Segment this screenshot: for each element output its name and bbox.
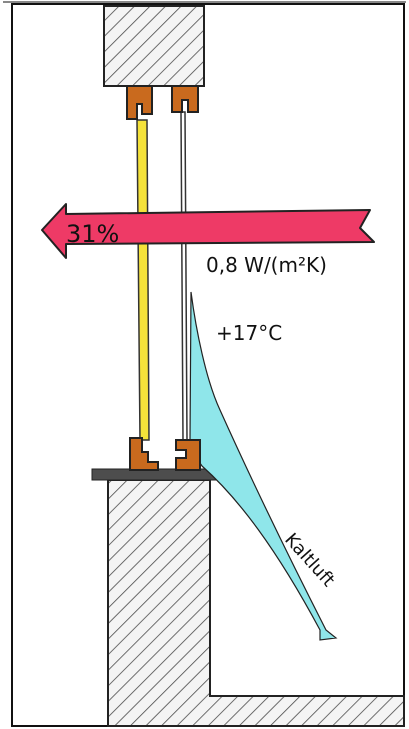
temperature-label: +17°C <box>216 321 282 345</box>
inner-glass-pane <box>180 111 188 441</box>
outer-glass-pane <box>136 119 150 441</box>
loss-percent-label: 31% <box>66 220 119 248</box>
heat-loss-arrow <box>41 203 375 259</box>
cold-air-flow <box>189 291 338 641</box>
u-value-label: 0,8 W/(m²K) <box>206 253 327 277</box>
frame-bottom-inner <box>175 439 201 471</box>
wall-lintel <box>103 5 205 87</box>
frame-top-inner <box>171 85 199 113</box>
frame-bottom-outer <box>129 437 159 471</box>
frame-top-outer <box>126 85 153 120</box>
